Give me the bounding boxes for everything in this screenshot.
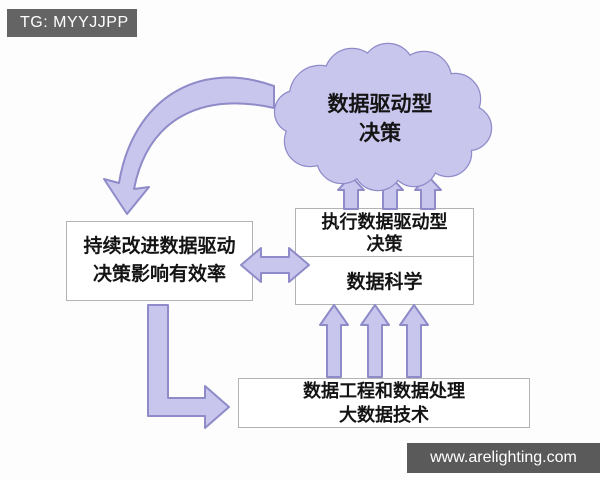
- improve-effectiveness-box: 持续改进数据驱动 决策影响有效率: [66, 221, 253, 301]
- execute-line1: 执行数据驱动型: [321, 211, 448, 232]
- engineering-line2: 大数据技术: [339, 405, 429, 425]
- execute-decision-section: 执行数据驱动型 决策: [296, 209, 473, 257]
- improve-box-line2: 决策影响有效率: [92, 264, 226, 285]
- data-science-label: 数据科学: [346, 272, 423, 293]
- improve-box-line1: 持续改进数据驱动: [83, 236, 236, 257]
- execute-line2: 决策: [366, 233, 403, 254]
- data-engineering-box: 数据工程和数据处理 大数据技术: [238, 378, 530, 428]
- execute-decision-box: 执行数据驱动型 决策 数据科学: [295, 208, 474, 305]
- data-science-section: 数据科学: [296, 257, 473, 304]
- engineering-line1: 数据工程和数据处理: [303, 381, 465, 401]
